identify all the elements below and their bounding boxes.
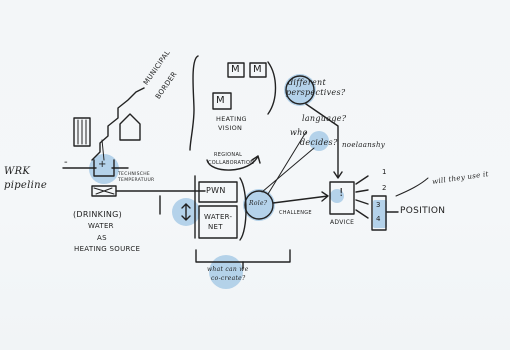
regional-loop-arrow <box>206 155 261 171</box>
role-to-language-line <box>267 131 307 195</box>
pwn-label: PWN <box>206 186 226 195</box>
m-box-2 <box>249 62 267 78</box>
net-label: NET <box>208 223 223 231</box>
drinking-label: (DRINKING) <box>73 210 123 219</box>
vision-label: VISION <box>218 124 243 132</box>
vision-bracket-left <box>189 55 199 151</box>
perspectives-circle <box>285 75 315 105</box>
challenge-label: CHALLENGE <box>279 210 312 216</box>
m-box-3 <box>212 92 232 110</box>
vision-bracket-right <box>267 61 277 115</box>
what-can-we-label: what can we <box>207 266 249 273</box>
will-use-line <box>395 177 429 197</box>
challenge-arrow <box>272 191 329 204</box>
m-box-1-label: M <box>231 64 240 75</box>
different-label: different <box>288 78 326 87</box>
heat-exchanger-box <box>93 159 115 177</box>
advice-highlight <box>330 189 344 203</box>
perspectives-highlight <box>284 74 316 106</box>
pipeline-label: pipeline <box>4 180 48 191</box>
temperatuur-label: TEMPERATUUR <box>118 178 155 183</box>
house-icon <box>119 113 141 141</box>
m-box-1 <box>227 62 245 78</box>
water-tank-hatch <box>93 187 115 195</box>
co-create-label: co-create? <box>211 275 246 282</box>
m-box-3-label: M <box>216 95 225 106</box>
advice-box <box>329 181 355 215</box>
pwn-box <box>198 181 238 203</box>
technische-label: TECHNISCHE <box>118 172 151 177</box>
role-circle <box>244 190 274 220</box>
minus-sign: - <box>64 157 68 168</box>
advice-branch-lines <box>355 175 369 219</box>
number-4: 4 <box>376 215 381 223</box>
water-source-label: WATER <box>88 222 114 230</box>
language-highlight <box>309 131 329 151</box>
position-box <box>371 195 387 231</box>
noelaanshy-label: noelaanshy <box>342 141 386 149</box>
number-2: 2 <box>382 184 387 192</box>
advice-label: ADVICE <box>330 219 355 226</box>
wrk-label: WRK <box>4 166 31 177</box>
collaboration-label: COLLABORATION <box>208 160 255 166</box>
co-create-highlight <box>209 255 243 289</box>
cocreate-bracket <box>195 249 291 263</box>
municipal-border-line <box>91 87 145 161</box>
building-icon <box>73 117 91 147</box>
as-label: AS <box>97 234 107 242</box>
water-label: WATER- <box>204 213 233 221</box>
number-1: 1 <box>382 168 387 176</box>
m-box-2-label: M <box>253 64 262 75</box>
number-3: 3 <box>376 201 381 209</box>
decides-label: decides? <box>300 138 338 147</box>
heating-label: HEATING <box>216 115 247 123</box>
role-label: Role? <box>249 200 268 207</box>
perspectives-arrow <box>305 103 343 179</box>
role-highlight <box>243 189 275 221</box>
plus-sign: + <box>98 159 107 170</box>
regional-label: REGIONAL <box>214 152 243 158</box>
who-label: who <box>290 128 308 137</box>
perspectives-label: perspectives? <box>286 88 346 97</box>
connector-up <box>101 139 105 161</box>
role-to-decide-line <box>261 147 315 193</box>
building-stripes <box>77 119 87 145</box>
exclaim-label: ! <box>339 186 344 199</box>
position-box-highlight <box>373 200 387 228</box>
language-label: language? <box>302 114 347 123</box>
updown-arrow-icon <box>181 203 191 221</box>
waternet-box <box>198 205 238 239</box>
heating-source-label: HEATING SOURCE <box>74 245 141 253</box>
position-label: POSITION <box>400 206 446 216</box>
